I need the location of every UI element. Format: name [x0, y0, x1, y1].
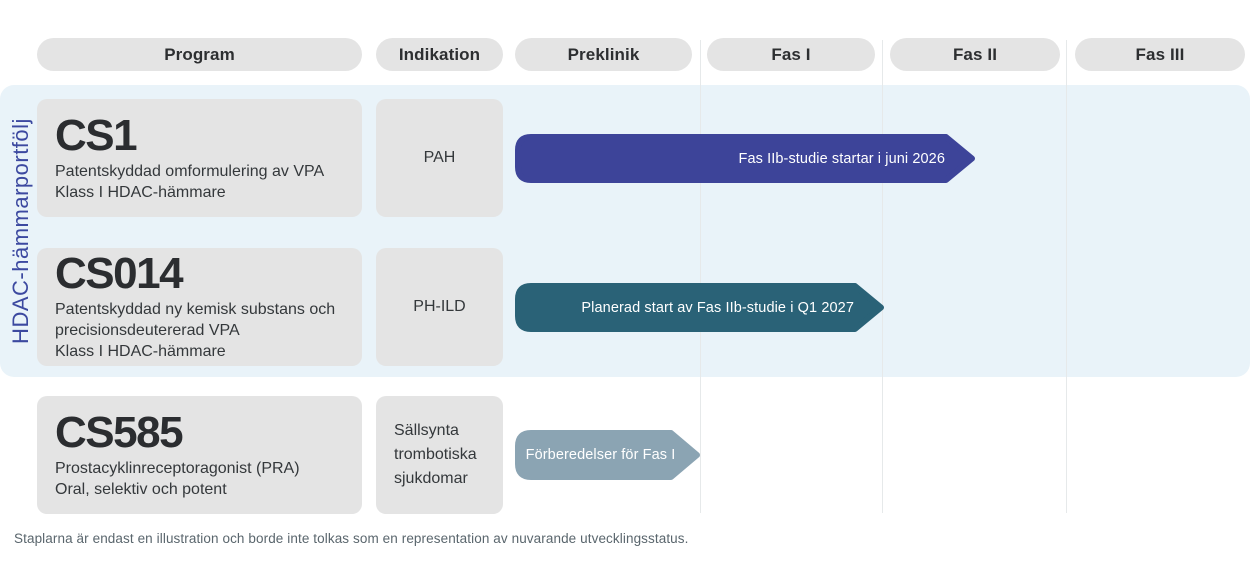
indication-label: Sällsynta trombotiska sjukdomar [394, 422, 477, 487]
column-header-label: Fas I [771, 44, 811, 64]
column-header-label: Program [164, 44, 235, 64]
program-description-line: Patentskyddad omformulering av VPA [55, 162, 325, 180]
portfolio-label-text: HDAC-hämmarportfölj [8, 118, 34, 344]
column-header-program: Program [37, 38, 362, 71]
status-label: Fas IIb-studie startar i juni 2026 [738, 150, 945, 167]
indication-card-cs014: PH-ILD [376, 248, 503, 366]
phase-divider-fas1-fas2 [882, 40, 883, 513]
portfolio-vertical-label: HDAC-hämmarportfölj [0, 85, 42, 377]
program-description-line: Oral, selektiv och potent [55, 480, 227, 498]
status-arrow-cs014: Planerad start av Fas IIb-studie i Q1 20… [515, 283, 884, 332]
program-description-line: Patentskyddad ny kemisk substans och [55, 301, 336, 318]
program-description-line: Klass I HDAC-hämmare [55, 183, 226, 201]
column-header-label: Fas II [952, 44, 998, 64]
column-header-label: Indikation [398, 44, 481, 64]
indication-card-cs585: Sällsynta trombotiska sjukdomar [376, 396, 503, 514]
column-header-preklinik: Preklinik [515, 38, 692, 71]
column-header-fas-ii: Fas II [890, 38, 1060, 71]
program-title: CS014 [55, 249, 184, 298]
program-card-cs014: CS014 Patentskyddad ny kemisk substans o… [37, 248, 362, 366]
status-arrow-cs585: Förberedelser för Fas I [515, 430, 700, 480]
program-title: CS585 [55, 407, 184, 457]
status-label: Förberedelser för Fas I [525, 447, 676, 463]
indication-label: PAH [423, 149, 456, 166]
status-arrow-shape [515, 283, 884, 332]
phase-divider-fas2-fas3 [1066, 40, 1067, 513]
column-header-fas-iii: Fas III [1075, 38, 1245, 71]
program-card-cs1: CS1 Patentskyddad omformulering av VPA K… [37, 99, 362, 217]
indication-label: PH-ILD [413, 298, 466, 315]
indication-card-cs1: PAH [376, 99, 503, 217]
column-header-label: Preklinik [567, 44, 640, 64]
phase-divider-preklinik-fas1 [700, 40, 701, 513]
program-card-cs585: CS585 Prostacyklinreceptoragonist (PRA) … [37, 396, 362, 514]
program-title: CS1 [55, 110, 138, 160]
status-arrow-shape [515, 430, 700, 480]
status-arrow-shape [515, 134, 975, 183]
footnote-text: Staplarna är endast en illustration och … [14, 531, 689, 546]
status-arrow-cs1: Fas IIb-studie startar i juni 2026 [515, 134, 975, 183]
program-description-line: precisionsdeutererad VPA [55, 322, 240, 339]
program-description-line: Klass I HDAC-hämmare [55, 343, 226, 360]
column-header-indikation: Indikation [376, 38, 503, 71]
column-header-fas-i: Fas I [707, 38, 875, 71]
program-description-line: Prostacyklinreceptoragonist (PRA) [55, 459, 300, 477]
column-header-label: Fas III [1135, 44, 1185, 64]
status-label: Planerad start av Fas IIb-studie i Q1 20… [581, 299, 854, 316]
